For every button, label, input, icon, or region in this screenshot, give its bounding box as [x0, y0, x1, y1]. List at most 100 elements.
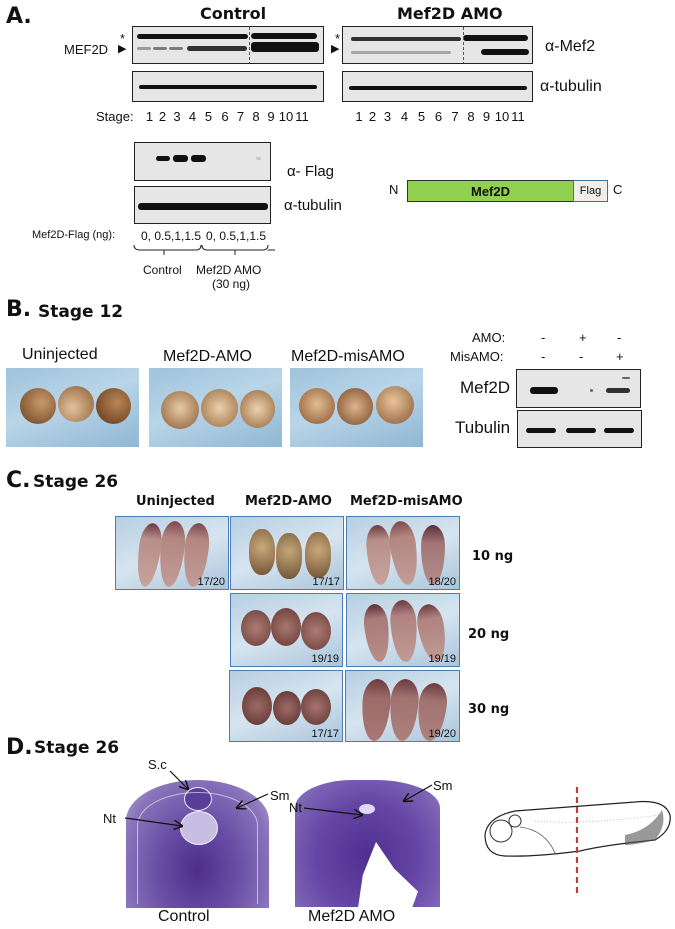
- asterisk-left: *: [120, 31, 126, 46]
- embryo: [421, 525, 445, 585]
- control-tubulin-blot: [132, 71, 324, 102]
- misamo-value: -: [579, 349, 584, 364]
- flag-antibody-label: α- Flag: [287, 163, 335, 180]
- lane: 11: [511, 109, 525, 124]
- stage-label: Stage:: [96, 109, 134, 124]
- egg: [201, 389, 238, 427]
- amo-value: +: [579, 330, 587, 345]
- histology-control: [126, 780, 269, 908]
- misamo-value: -: [541, 349, 546, 364]
- lane: 10: [494, 109, 510, 124]
- panel-b-letter: B.: [6, 297, 32, 322]
- amo-mef2-blot: [342, 26, 533, 64]
- egg: [20, 388, 56, 424]
- embryo: [249, 529, 275, 575]
- dose-30ng: 30 ng: [468, 702, 510, 717]
- stage12-mef2d-blot: [516, 369, 641, 408]
- egg: [299, 388, 335, 424]
- count-mis-20: 19/19: [428, 653, 456, 665]
- control-mef2-blot: [132, 26, 324, 64]
- count-amo-10: 17/17: [312, 576, 340, 588]
- egg: [96, 388, 131, 424]
- amo-title: Mef2D AMO: [397, 4, 503, 23]
- egg: [161, 391, 199, 429]
- embryo: [276, 533, 302, 579]
- count-amo-20: 19/19: [311, 653, 339, 665]
- lane: 5: [204, 109, 213, 124]
- mef2d-blot-label: Mef2D: [460, 378, 511, 397]
- embryo: [301, 689, 331, 725]
- group-brackets: [132, 244, 275, 256]
- panel-b-title: Stage 12: [38, 302, 124, 322]
- lane: 5: [417, 109, 426, 124]
- panel-a-letter: A.: [6, 4, 32, 29]
- notochord-remnant: [359, 804, 375, 814]
- label-sm-control: Sm: [270, 788, 290, 803]
- lane: 2: [368, 109, 377, 124]
- photo-misamo-30ng: 19/20: [345, 670, 460, 742]
- photo-amo-10ng: 17/17: [230, 516, 344, 590]
- lane: 8: [467, 109, 475, 124]
- lane: 4: [188, 109, 197, 124]
- antibody-mef2-label: α-Mef2: [545, 38, 596, 55]
- lane: 3: [383, 109, 392, 124]
- embryo: [387, 678, 421, 741]
- mef2d-label: MEF2D: [64, 42, 109, 57]
- mef2d-domain: Mef2D: [407, 180, 574, 202]
- lane: 8: [252, 109, 260, 124]
- lane: 9: [482, 109, 491, 124]
- lane: 7: [236, 109, 245, 124]
- dose-10ng: 10 ng: [472, 549, 514, 564]
- label-nt-control: Nt: [103, 811, 116, 826]
- flag-tubulin-blot: [134, 186, 271, 224]
- photo-label-uninjected: Uninjected: [22, 346, 98, 363]
- caption-amo: Mef2D AMO: [308, 908, 396, 925]
- mef2d-flag-label: Mef2D-Flag (ng):: [32, 229, 116, 241]
- amo-tubulin-blot: [342, 71, 533, 102]
- embryo: [242, 687, 272, 725]
- lane: 6: [221, 109, 229, 124]
- doses-control: 0, 0.5,1,1.5: [141, 229, 202, 243]
- flag-tubulin-label: α-tubulin: [284, 197, 342, 214]
- embryo: [156, 519, 188, 589]
- label-sm-amo: Sm: [433, 778, 453, 793]
- lane: 1: [145, 109, 154, 124]
- panel-d-letter: D.: [6, 735, 33, 760]
- antibody-tubulin-label: α-tubulin: [540, 78, 602, 95]
- histology-amo: [295, 780, 440, 908]
- amo-row-label: AMO:: [472, 330, 506, 345]
- photo-uninjected-10ng: 17/20: [115, 516, 229, 590]
- count-mis-10: 18/20: [428, 576, 456, 588]
- lane: 7: [451, 109, 459, 124]
- col-uninjected: Uninjected: [136, 494, 215, 509]
- flag-blot: [134, 142, 271, 181]
- eye-icon: [489, 819, 513, 843]
- panel-c-title: Stage 26: [33, 472, 119, 492]
- count-uninjected-10: 17/20: [197, 576, 225, 588]
- egg: [337, 388, 373, 425]
- arrowhead-right-icon: ▶: [331, 43, 340, 55]
- col-misamo: Mef2D-misAMO: [350, 494, 463, 509]
- panel-c-letter: C.: [6, 468, 31, 493]
- embryo: [362, 602, 392, 664]
- lane: 6: [434, 109, 443, 124]
- caption-control: Control: [158, 908, 210, 925]
- label-sc: S.c: [148, 757, 167, 772]
- lane: 3: [173, 109, 181, 124]
- egg: [376, 386, 414, 424]
- embryo: [301, 612, 331, 650]
- count-amo-30: 17/17: [311, 728, 339, 740]
- photo-misamo-10ng: 18/20: [346, 516, 460, 590]
- embryo: [305, 532, 331, 578]
- otic-vesicle-icon: [508, 814, 522, 828]
- photo-amo-20ng: 19/19: [230, 593, 343, 667]
- lane: 10: [278, 109, 294, 124]
- lane: 2: [158, 109, 167, 124]
- c-terminus-label: C: [613, 182, 623, 197]
- tadpole-diagram: [484, 787, 671, 895]
- photo-stage12-amo: [149, 368, 282, 447]
- stage12-tubulin-blot: [517, 410, 642, 448]
- embryo: [241, 610, 271, 646]
- misamo-row-label: MisAMO:: [450, 349, 504, 364]
